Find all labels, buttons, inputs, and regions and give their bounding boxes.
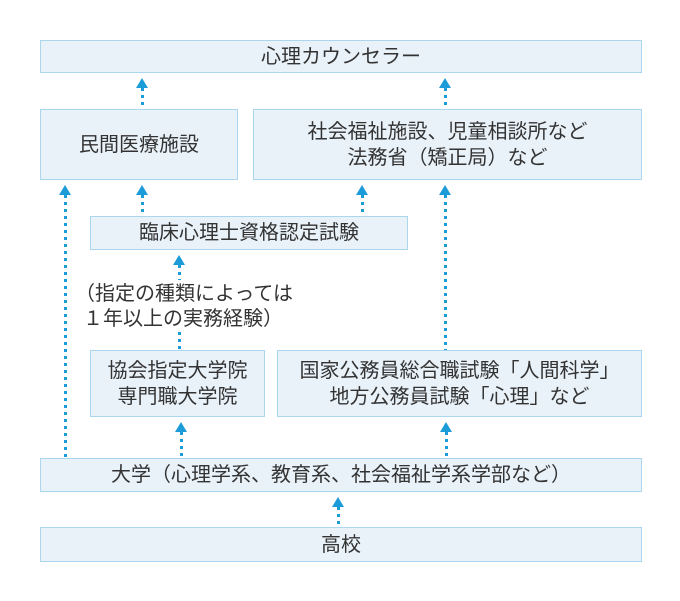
node-university-label: 大学（心理学系、教育系、社会福祉学系学部など） <box>111 464 571 486</box>
arrowhead-up-icon <box>439 185 451 195</box>
node-exam: 臨床心理士資格認定試験 <box>90 216 408 250</box>
arrow-dotted-tail <box>140 88 144 109</box>
node-grad-school-line2: 専門職大学院 <box>117 385 238 408</box>
experience-note: （指定の種類によっては １年以上の実務経験） <box>75 282 293 332</box>
arrow-dotted-tail <box>177 265 181 280</box>
node-civil-service-exam-line1: 国家公務員総合職試験「人間科学」 <box>299 359 620 382</box>
arrow-dotted-tail <box>444 432 448 458</box>
arrow-private-medical-to-counselor <box>136 78 148 109</box>
arrowhead-up-icon <box>175 422 187 432</box>
node-counselor: 心理カウンセラー <box>40 40 642 73</box>
node-welfare-line2: 法務省（矯正局）など <box>347 146 548 169</box>
arrow-grad-school-to-exam <box>173 255 185 280</box>
arrow-dotted-tail <box>140 195 144 216</box>
experience-note-line1: （指定の種類によっては <box>75 283 293 305</box>
arrow-dotted-tail <box>63 195 67 458</box>
node-university: 大学（心理学系、教育系、社会福祉学系学部など） <box>40 458 642 492</box>
node-welfare: 社会福祉施設、児童相談所など 法務省（矯正局）など <box>253 109 642 180</box>
node-grad-school: 協会指定大学院 専門職大学院 <box>90 350 265 417</box>
experience-note-line2: １年以上の実務経験） <box>83 308 283 330</box>
arrow-dotted-tail <box>443 88 447 109</box>
node-high-school-label: 高校 <box>321 533 361 556</box>
arrow-high-school-to-university <box>332 497 344 527</box>
node-civil-service-exam-line2: 地方公務員試験「心理」など <box>329 385 590 408</box>
arrowhead-up-icon <box>332 497 344 507</box>
arrowhead-up-icon <box>356 185 368 195</box>
arrowhead-up-icon <box>136 185 148 195</box>
node-high-school: 高校 <box>40 527 642 562</box>
arrow-welfare-to-counselor <box>439 78 451 109</box>
arrow-dotted-tail <box>360 195 364 216</box>
node-civil-service-exam: 国家公務員総合職試験「人間科学」 地方公務員試験「心理」など <box>277 350 642 417</box>
node-welfare-line1: 社会福祉施設、児童相談所など <box>307 120 588 143</box>
arrow-exam-to-private-medical <box>136 185 148 216</box>
node-counselor-label: 心理カウンセラー <box>261 45 421 68</box>
arrowhead-up-icon <box>136 78 148 88</box>
arrow-dotted-tail <box>443 195 447 350</box>
arrow-civil-exam-to-welfare <box>439 185 451 350</box>
node-private-medical-label: 民間医療施設 <box>79 133 199 156</box>
node-exam-label: 臨床心理士資格認定試験 <box>139 222 359 244</box>
arrow-university-to-civil-exam <box>440 422 452 458</box>
arrow-university-to-private-medical <box>59 185 71 458</box>
arrowhead-up-icon <box>439 78 451 88</box>
arrow-dotted-tail <box>177 332 181 350</box>
arrowhead-up-icon <box>59 185 71 195</box>
arrow-dotted-tail <box>336 507 340 527</box>
arrowhead-up-icon <box>440 422 452 432</box>
arrow-grad-school-to-exam-tail <box>173 332 185 350</box>
arrow-university-to-grad-school <box>175 422 187 458</box>
arrow-dotted-tail <box>179 432 183 458</box>
arrow-exam-to-welfare <box>356 185 368 216</box>
node-grad-school-line1: 協会指定大学院 <box>107 359 248 382</box>
node-private-medical: 民間医療施設 <box>40 109 238 180</box>
arrowhead-up-icon <box>173 255 185 265</box>
